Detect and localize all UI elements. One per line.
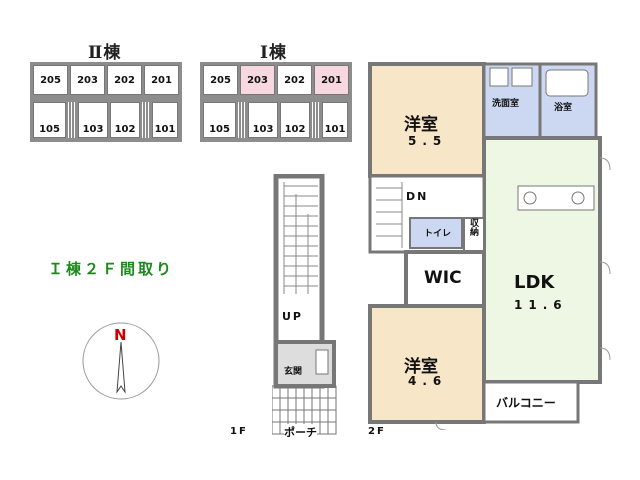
unit-201-highlight: 201: [314, 65, 349, 95]
entrance-label: 玄関: [284, 367, 303, 377]
stair: [238, 102, 246, 138]
western-room-2-name: 洋室: [404, 357, 438, 377]
building-1-diagram: 205 203 202 201 105 103 102 101: [200, 62, 352, 142]
unit-201: 201: [144, 65, 179, 95]
porch-label: ポーチ: [284, 424, 317, 440]
unit-202: 202: [107, 65, 142, 95]
western-room-1-name: 洋室: [404, 115, 438, 135]
building-1-title: Ⅰ棟: [260, 43, 287, 63]
western-room-2-size: 4.6: [408, 374, 448, 388]
unit-105: 105: [33, 102, 66, 138]
unit-101: 101: [322, 102, 348, 138]
unit-203: 203: [70, 65, 105, 95]
down-label: DN: [406, 190, 429, 203]
building-2-diagram: 205 203 202 201 105 103 102 101: [30, 62, 182, 142]
building-2-title: Ⅱ棟: [88, 43, 122, 63]
unit-105: 105: [203, 102, 236, 138]
stair: [142, 102, 150, 138]
balcony-label: バルコニー: [496, 396, 556, 410]
compass-icon: [82, 322, 160, 400]
unit-103: 103: [248, 102, 278, 138]
unit-205: 205: [33, 65, 68, 95]
wic-label: WIC: [424, 268, 462, 288]
compass-north-label: N: [114, 326, 127, 344]
first-floor-plan: UP 玄関 ポーチ: [271, 173, 338, 440]
unit-205: 205: [203, 65, 238, 95]
stair: [312, 102, 320, 138]
second-floor-plan: 洋室 5.5 洗面室 浴室 DN トイレ 収納 WIC LDK 11.6 洋室 …: [366, 58, 616, 431]
unit-103: 103: [78, 102, 108, 138]
compass: N: [80, 320, 162, 402]
unit-102: 102: [280, 102, 310, 138]
second-floor-label: 2F: [368, 426, 386, 437]
ldk-size: 11.6: [514, 298, 568, 312]
washroom-label: 洗面室: [492, 99, 520, 109]
stair: [68, 102, 76, 138]
storage-label: 収納: [468, 218, 478, 236]
plan-title: Ｉ棟２Ｆ間取り: [48, 260, 175, 278]
toilet-label: トイレ: [424, 229, 452, 239]
unit-101: 101: [152, 102, 178, 138]
bathroom-label: 浴室: [554, 103, 573, 113]
corridor: [30, 96, 182, 102]
ldk-label: LDK: [514, 272, 555, 293]
unit-202: 202: [277, 65, 312, 95]
western-room-1-size: 5.5: [408, 134, 448, 148]
unit-203-highlight: 203: [240, 65, 275, 95]
unit-102: 102: [110, 102, 140, 138]
first-floor-label: 1F: [230, 426, 248, 437]
up-label: UP: [282, 310, 303, 323]
